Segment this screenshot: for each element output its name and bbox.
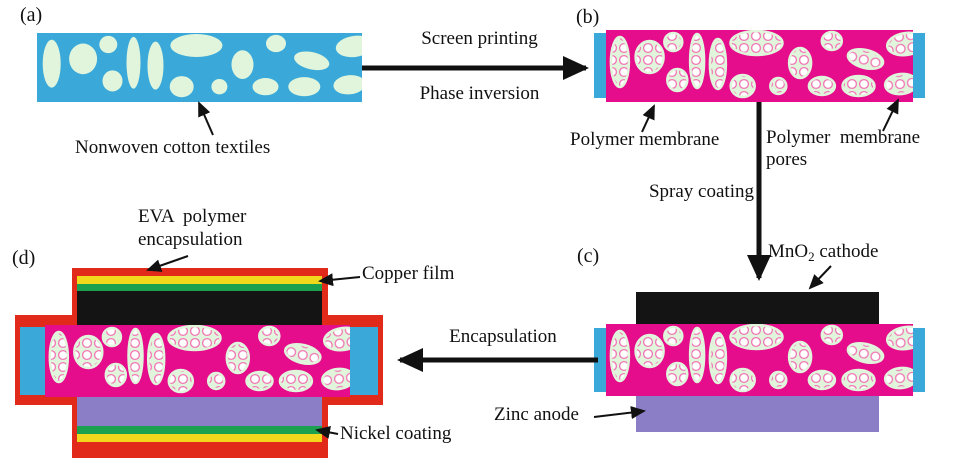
eva-caption-line2: encapsulation [138,229,243,250]
nickel-coating-layer [77,426,322,434]
zinc-anode-layer-c [636,396,879,432]
cotton-tab-right-b [909,33,925,98]
panel-d-label: (d) [12,247,36,269]
nonwoven-cotton-caption: Nonwoven cotton textiles [75,137,271,158]
zinc-anode-caption: Zinc anode [494,404,579,425]
mno2-cathode-layer-d [77,291,322,325]
pointer-nonwoven-cotton [198,101,214,136]
mno2-cathode-layer-c [636,292,879,324]
polymer-membrane-graphic-d [45,325,350,397]
pointer-mno2-cathode [808,265,832,290]
copper-film-layer [77,284,322,291]
membrane-pores-caption-line2: pores [766,149,808,170]
cotton-textile-graphic [37,33,362,102]
zinc-anode-layer-d [77,397,322,426]
phase-inversion-label: Phase inversion [419,83,540,104]
mno2-cathode-caption: MnO2 cathode [768,241,879,264]
polymer-membrane-caption: Polymer membrane [570,129,720,150]
panel-b-label: (b) [576,6,600,28]
eva-top-yellow-strip [77,276,322,284]
polymer-membrane-graphic-b [606,30,913,102]
panel-a-label: (a) [20,4,43,26]
cotton-tab-right-c [909,328,925,392]
nickel-coating-caption: Nickel coating [340,423,452,444]
panel-c-label: (c) [577,245,600,267]
polymer-membrane-graphic-c [606,324,913,396]
screen-printing-label: Screen printing [421,28,538,49]
copper-film-caption: Copper film [362,263,455,284]
encapsulation-label: Encapsulation [449,326,557,347]
eva-bottom-yellow-strip [77,434,322,442]
membrane-pores-caption-line1: Polymer membrane [766,127,921,148]
spray-coating-label: Spray coating [648,181,754,202]
eva-caption-line1: EVA polymer [138,206,247,227]
